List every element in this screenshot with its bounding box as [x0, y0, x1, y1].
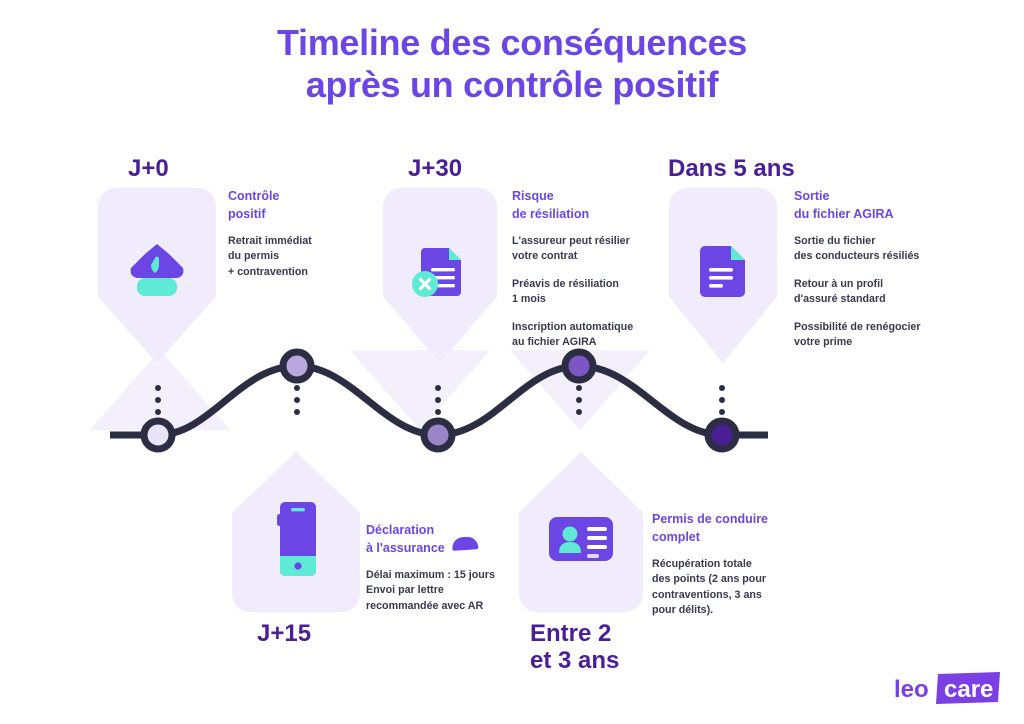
logo-text-care: care [944, 676, 993, 703]
paragraph-j15-1: Délai maximum : 15 jours Envoi par lettr… [366, 568, 495, 612]
title-line-2: après un contrôle positif [305, 63, 719, 105]
smartphone-icon [269, 498, 323, 585]
heading-j15: Déclaration à l'assurance [366, 523, 445, 555]
period-label-j0: J+0 [128, 155, 169, 182]
paragraph-j30-2: Préavis de résiliation 1 mois [512, 277, 619, 306]
dotted-connectors [155, 385, 725, 415]
heading-dans5ans: Sortie du fichier AGIRA [794, 189, 894, 221]
document-cancel-icon [407, 238, 473, 309]
paragraph-j30-3: Inscription automatique au fichier AGIRA [512, 320, 634, 349]
paragraph-j30-1: L'assureur peut résilier votre contrat [512, 234, 630, 263]
timeline-node-1[interactable] [140, 417, 176, 453]
id-card-icon [547, 513, 615, 570]
title-line-1: Timeline des conséquences [276, 22, 748, 63]
period-label-entre2et3: Entre 2 et 3 ans [530, 620, 620, 675]
period-label-dans5ans: Dans 5 ans [668, 155, 795, 182]
paragraph-dans5ans-1: Sortie du fichier des conducteurs résili… [794, 234, 920, 263]
heading-j30: Risque de résiliation [512, 189, 590, 221]
police-cap-icon [125, 240, 189, 307]
timeline-node-4[interactable] [561, 348, 597, 384]
heading-j0: Contrôle positif [228, 189, 280, 221]
logo-text-leo: leo [894, 676, 929, 703]
heading-entre2et3: Permis de conduire complet [652, 512, 769, 544]
document-icon [695, 240, 751, 307]
paragraph-dans5ans-2: Retour à un profil d'assuré standard [794, 277, 886, 306]
leocare-logo[interactable]: leo care [894, 672, 1002, 706]
period-label-j15: J+15 [257, 620, 312, 647]
timeline-path [110, 348, 768, 453]
timeline-node-2[interactable] [279, 348, 315, 384]
page-title: Timeline des conséquences après un contr… [0, 22, 1024, 106]
timeline-node-5[interactable] [704, 417, 740, 453]
paragraph-dans5ans-3: Possibilité de renégocier votre prime [794, 320, 921, 349]
timeline-node-3[interactable] [420, 417, 456, 453]
period-label-j30: J+30 [408, 155, 463, 182]
text-block-j0: Contrôle positif Retrait immédiat du per… [228, 188, 350, 280]
text-block-entre2et3: Permis de conduire complet Récupération … [652, 511, 792, 619]
text-block-j30: Risque de résiliation L'assureur peut ré… [512, 188, 642, 351]
text-block-dans5ans: Sortie du fichier AGIRA Sortie du fichie… [794, 188, 934, 351]
paragraph-j0-1: Retrait immédiat du permis + contraventi… [228, 234, 312, 278]
text-block-j15: Déclaration à l'assurance Délai maximum … [366, 522, 514, 614]
paragraph-entre2et3-1: Récupération totale des points (2 ans po… [652, 557, 767, 617]
